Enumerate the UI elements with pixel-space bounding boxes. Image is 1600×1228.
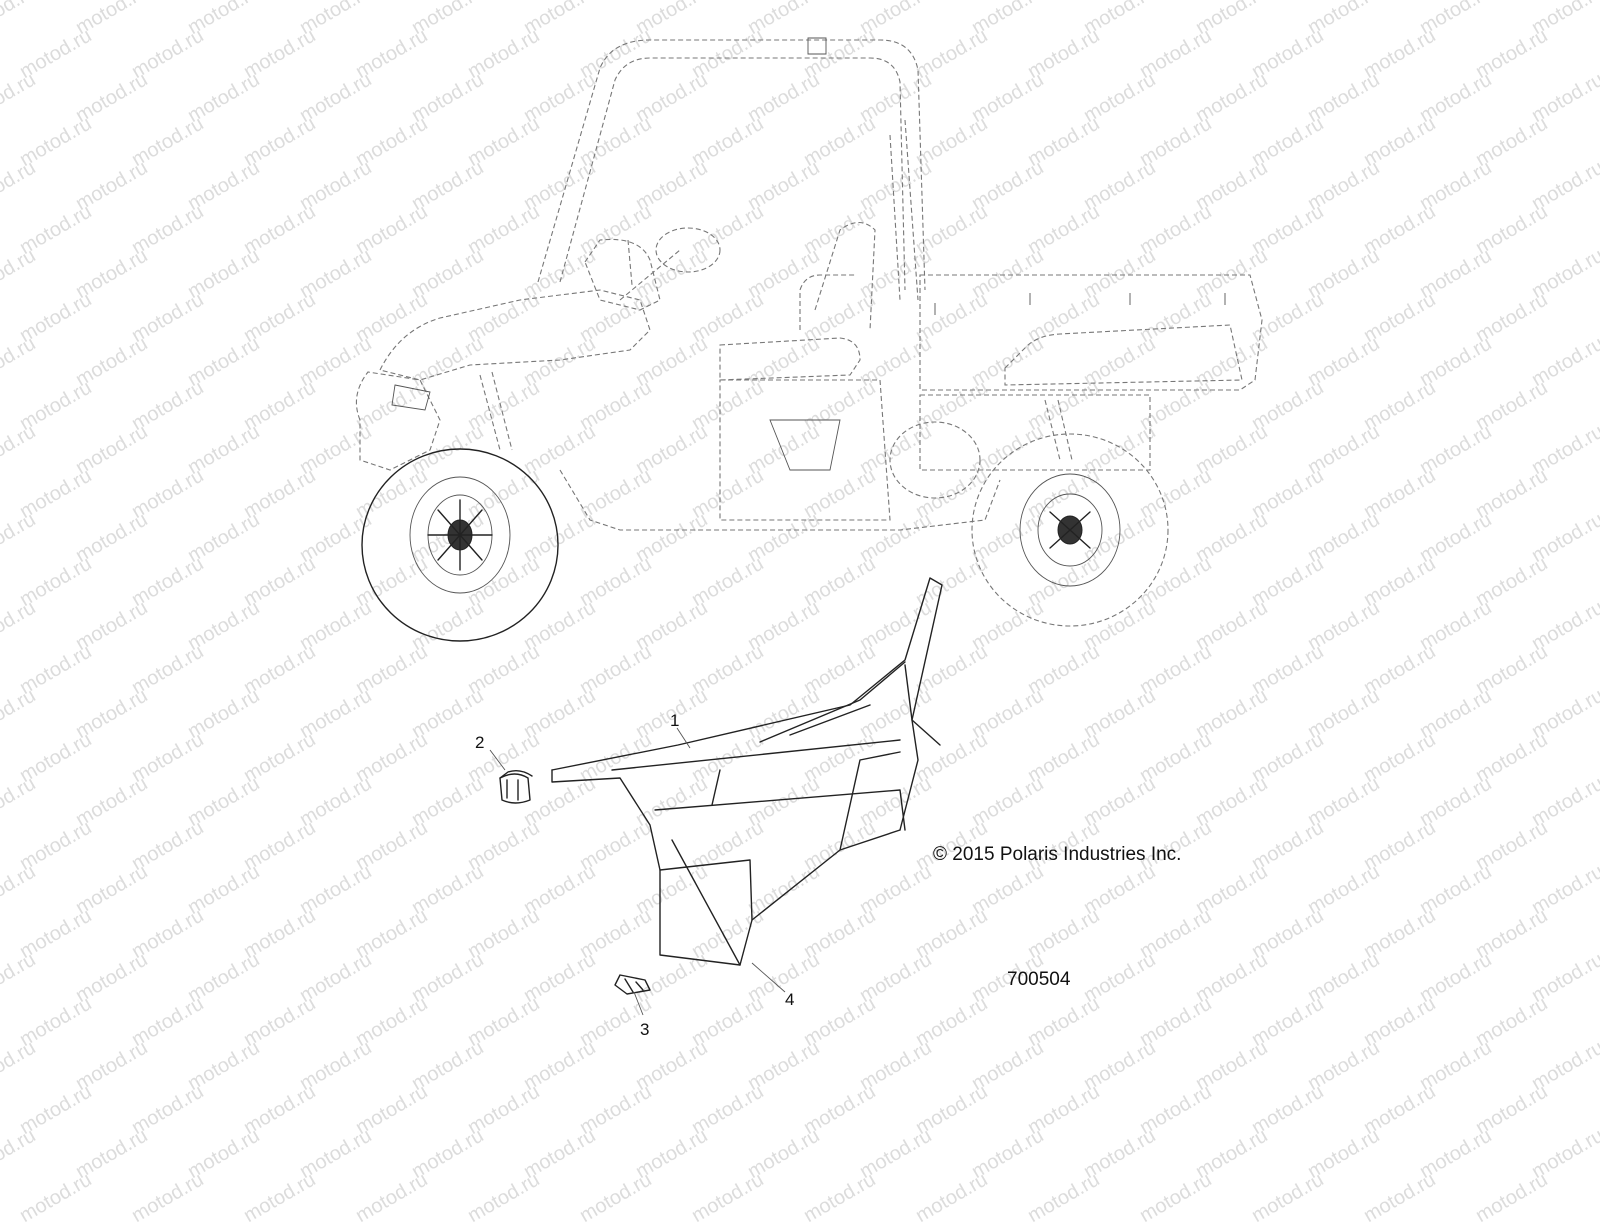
copyright-notice: © 2015 Polaris Industries Inc. [933,844,1182,865]
callout-3: 3 [640,1020,650,1039]
utility-vehicle-illustration [355,37,1263,642]
rear-frame [919,394,1151,471]
front-wheel [361,448,559,642]
seat-back [814,221,876,331]
lower-frame [559,469,1001,531]
shifter [627,239,633,286]
door-frame-part-1 [551,577,943,966]
front-hood [379,289,651,381]
cargo-bed-side-panel [1004,324,1243,386]
dashboard [584,238,661,311]
headlight [391,384,431,411]
clip-part-2 [499,769,533,804]
seat-hoop [799,274,855,330]
callout-1: 1 [670,711,680,730]
front-shock [479,371,513,451]
callout-4: 4 [785,990,795,1009]
cargo-bed [919,274,1263,391]
front-fascia [355,371,441,471]
roll-cage [537,39,926,291]
side-panel-vent [769,419,841,471]
steering-column [619,249,681,301]
steering-wheel [655,227,721,273]
leader-lines [489,727,786,1016]
diagram-drawing [355,37,1263,1016]
roll-cage-clamp [807,37,827,55]
clutch-cover [889,421,981,499]
callout-2: 2 [475,733,485,752]
rear-shock [1044,399,1073,461]
cage-grab-handle [889,119,919,301]
seat-bottom [719,337,861,381]
door-opening [719,379,891,521]
cargo-bed-tiedowns [934,293,1226,315]
rear-wheel [971,433,1169,627]
figure-number: 700504 [1007,969,1071,990]
fastener-part-3 [614,974,651,995]
